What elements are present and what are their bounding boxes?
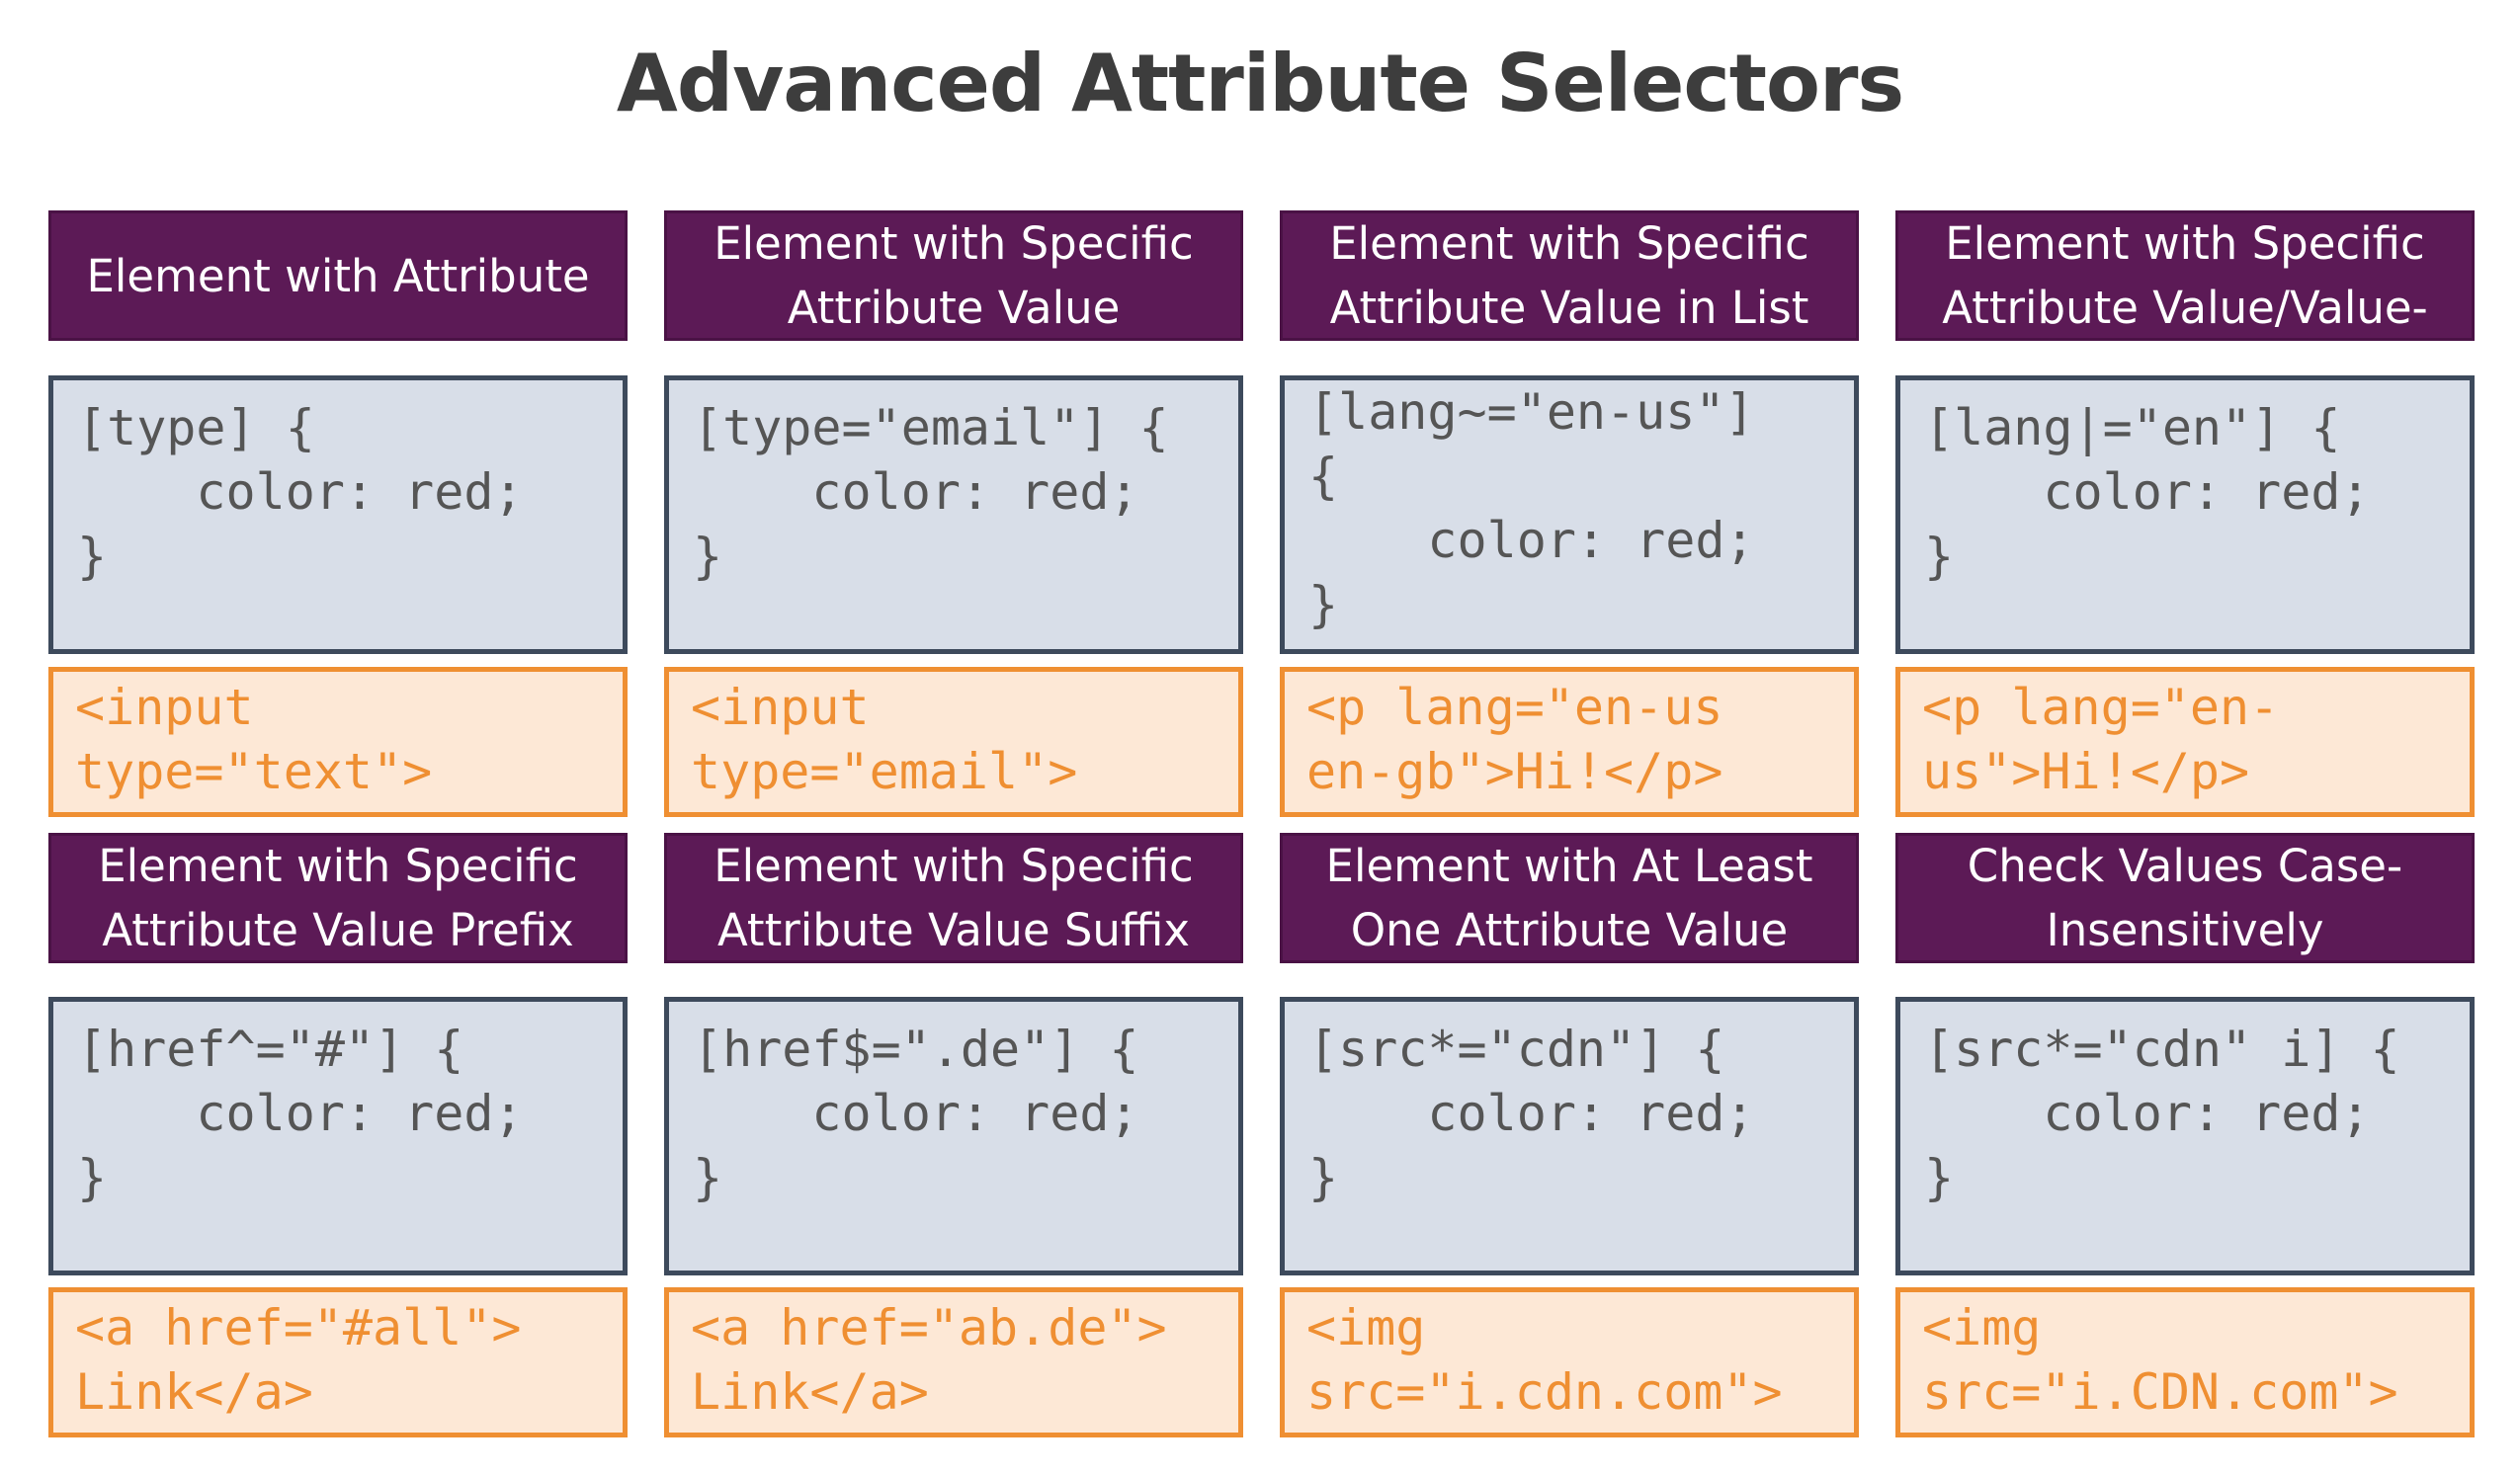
css-code-block: [href$=".de"] { color: red; } xyxy=(664,997,1243,1275)
card-header: Check Values Case- Insensitively xyxy=(1895,833,2475,963)
card-header: Element with At Least One Attribute Valu… xyxy=(1280,833,1859,963)
html-example-block: <p lang="en-us en-gb">Hi!</p> xyxy=(1280,667,1859,817)
css-code-block: [lang|="en"] { color: red; } xyxy=(1895,375,2475,654)
slide-title: Advanced Attribute Selectors xyxy=(616,38,1904,129)
css-code-block: [src*="cdn"] { color: red; } xyxy=(1280,997,1859,1275)
html-example-block: <a href="ab.de"> Link</a> xyxy=(664,1287,1243,1437)
card-header: Element with Specific Attribute Value Su… xyxy=(664,833,1243,963)
html-example-block: <input type="email"> xyxy=(664,667,1243,817)
card-header: Element with Specific Attribute Value/Va… xyxy=(1895,210,2475,341)
css-code-block: [lang~="en-us"] { color: red; } xyxy=(1280,375,1859,654)
html-example-block: <img src="i.cdn.com"> xyxy=(1280,1287,1859,1437)
css-code-block: [href^="#"] { color: red; } xyxy=(48,997,628,1275)
card-header: Element with Specific Attribute Value xyxy=(664,210,1243,341)
card-header: Element with Specific Attribute Value in… xyxy=(1280,210,1859,341)
css-code-block: [type="email"] { color: red; } xyxy=(664,375,1243,654)
card-header: Element with Specific Attribute Value Pr… xyxy=(48,833,628,963)
html-example-block: <img src="i.CDN.com"> xyxy=(1895,1287,2475,1437)
css-code-block: [type] { color: red; } xyxy=(48,375,628,654)
css-code-block: [src*="cdn" i] { color: red; } xyxy=(1895,997,2475,1275)
html-example-block: <p lang="en- us">Hi!</p> xyxy=(1895,667,2475,817)
html-example-block: <a href="#all"> Link</a> xyxy=(48,1287,628,1437)
card-header: Element with Attribute xyxy=(48,210,628,341)
html-example-block: <input type="text"> xyxy=(48,667,628,817)
